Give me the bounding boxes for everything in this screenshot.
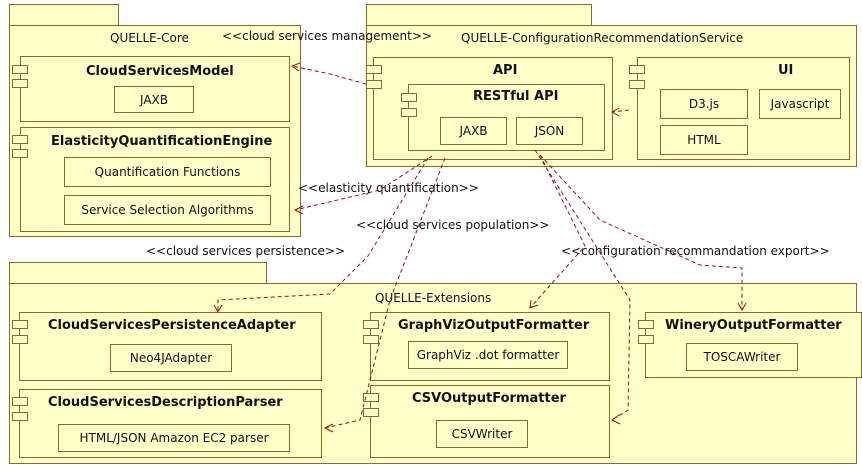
persistence-adapter-title: CloudServicesPersistenceAdapter <box>48 318 296 333</box>
core-package-tab <box>9 4 119 26</box>
component-port <box>12 320 28 329</box>
component-port <box>366 65 382 74</box>
cloud-services-model-jaxb: JAXB <box>114 86 194 113</box>
restful-api-jaxb: JAXB <box>440 117 507 145</box>
amazon-ec2-parser: HTML/JSON Amazon EC2 parser <box>58 424 290 452</box>
config-package-title: QUELLE-ConfigurationRecommendationServic… <box>461 31 744 45</box>
csv-writer: CSVWriter <box>436 420 528 448</box>
graphviz-dot-formatter: GraphViz .dot formatter <box>408 341 568 369</box>
csv-formatter-title: CSVOutputFormatter <box>412 391 566 406</box>
component-port <box>629 65 645 74</box>
component-port <box>12 135 28 144</box>
tosca-writer: TOSCAWriter <box>686 343 798 371</box>
component-port <box>363 320 379 329</box>
component-port <box>12 397 28 406</box>
component-port <box>12 412 28 421</box>
graphviz-formatter-title: GraphVizOutputFormatter <box>398 318 590 333</box>
component-port <box>12 335 28 344</box>
export-label: <<configuration recommandation export>> <box>561 244 830 258</box>
ui-d3js: D3.js <box>660 89 748 119</box>
extensions-package-tab <box>9 262 267 284</box>
management-dependency <box>291 65 367 85</box>
persistence-label: <<cloud services persistence>> <box>146 244 346 258</box>
component-port <box>366 80 382 89</box>
component-port <box>638 320 654 329</box>
component-port <box>363 335 379 344</box>
component-port <box>12 149 28 158</box>
component-port <box>12 65 28 74</box>
ui-html: HTML <box>660 125 748 155</box>
ui-javascript: Javascript <box>759 89 841 119</box>
component-port <box>363 408 379 417</box>
quantification-label: <<elasticity quantification>> <box>298 181 479 195</box>
component-port <box>12 79 28 88</box>
restful-api-json: JSON <box>516 117 583 145</box>
cloud-services-model-title: CloudServicesModel <box>86 64 234 79</box>
restful-api-title: RESTful API <box>473 89 559 104</box>
core-package-title: QUELLE-Core <box>110 31 189 45</box>
component-port <box>629 80 645 89</box>
management-label: <<cloud services management>> <box>222 29 432 43</box>
component-port <box>401 93 417 102</box>
component-port <box>363 393 379 402</box>
config-package-tab <box>366 4 592 26</box>
winery-formatter-title: WineryOutputFormatter <box>665 318 842 333</box>
neo4j-adapter: Neo4JAdapter <box>110 344 232 372</box>
api-title: API <box>493 63 518 78</box>
description-parser-title: CloudServicesDescriptionParser <box>48 395 283 410</box>
component-port <box>401 108 417 117</box>
elasticity-engine-title: ElasticityQuantificationEngine <box>51 134 273 149</box>
quantification-functions: Quantification Functions <box>64 157 271 187</box>
population-label: <<cloud services population>> <box>356 218 550 232</box>
extensions-package-title: QUELLE-Extensions <box>375 291 492 305</box>
ui-title: UI <box>778 63 794 78</box>
service-selection-algorithms: Service Selection Algorithms <box>64 195 271 225</box>
component-port <box>638 335 654 344</box>
